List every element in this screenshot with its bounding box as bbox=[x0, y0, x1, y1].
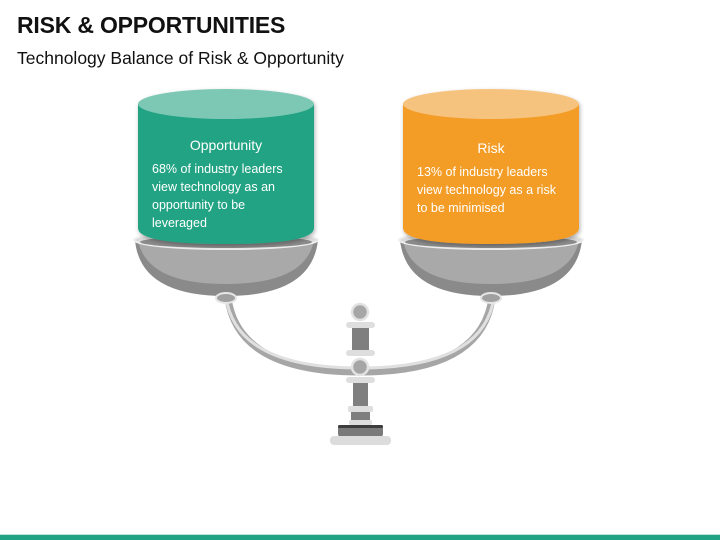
risk-description: 13% of industry leaders view technology … bbox=[417, 163, 582, 217]
opportunity-line: opportunity to be bbox=[152, 198, 246, 212]
risk-line: view technology as a risk bbox=[417, 183, 556, 197]
opportunity-cylinder bbox=[138, 89, 314, 244]
scale-stand bbox=[330, 302, 391, 445]
risk-cylinder bbox=[403, 89, 579, 244]
footer-accent-bar bbox=[0, 534, 720, 540]
risk-line: to be minimised bbox=[417, 201, 505, 215]
opportunity-description: 68% of industry leaders view technology … bbox=[152, 160, 317, 232]
opportunity-line: view technology as an bbox=[152, 180, 275, 194]
opportunity-heading: Opportunity bbox=[189, 137, 263, 153]
opportunity-line: 68% of industry leaders bbox=[152, 162, 283, 176]
risk-line: 13% of industry leaders bbox=[417, 165, 548, 179]
opportunity-line: leveraged bbox=[152, 216, 207, 230]
risk-heading: Risk bbox=[477, 140, 505, 156]
slide-subtitle: Technology Balance of Risk & Opportunity bbox=[17, 48, 344, 68]
slide-title: RISK & OPPORTUNITIES bbox=[17, 12, 286, 38]
